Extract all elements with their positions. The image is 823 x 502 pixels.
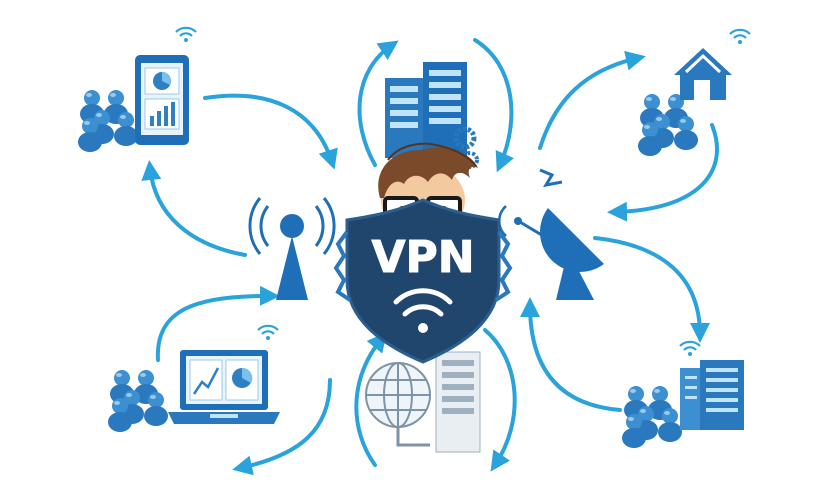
arrow-internet-to-vpn: [354, 331, 388, 467]
antenna-tower-icon: [248, 197, 336, 300]
arrow-vpn-to-servers: [357, 40, 399, 167]
smartphone-icon: [135, 55, 189, 145]
hair: [378, 147, 478, 198]
arrow-office-to-dish: [520, 297, 622, 412]
wifi-icon: [728, 28, 752, 46]
internet-node: [365, 351, 481, 453]
office-users-node: [622, 340, 744, 448]
globe-icon: [365, 362, 431, 447]
arrow-laptop-to-tower: [155, 285, 280, 362]
wifi-icon: [678, 340, 702, 358]
house-icon: [674, 48, 732, 100]
arrow-dish-to-office: [593, 236, 710, 343]
arrow-dish-to-home: [538, 50, 646, 150]
wifi-icon: [393, 288, 453, 333]
users-icon: [622, 386, 682, 448]
radio-tower-node: [248, 197, 336, 300]
connection-arrows: [141, 38, 719, 476]
vpn-guardian: VPN: [333, 142, 513, 364]
building-icon: [680, 360, 744, 430]
arrow-vpn-to-internet: [483, 328, 517, 472]
home-users-node: [638, 28, 752, 156]
server-rack-icon: [435, 351, 481, 453]
users-icon: [638, 94, 698, 156]
wifi-icon: [256, 324, 280, 342]
users-icon: [108, 370, 168, 432]
arrow-tower-to-phone: [141, 160, 247, 257]
arrow-phone-to-vpn: [203, 93, 338, 170]
wifi-icon: [174, 26, 198, 44]
laptop-icon: [168, 350, 280, 424]
phone-users-node: [78, 26, 198, 152]
vpn-shield: VPN: [333, 198, 513, 364]
vpn-label: VPN: [371, 232, 474, 283]
satellite-dish-icon: [497, 168, 604, 300]
satellite-dish-node: [497, 168, 604, 300]
arrow-home-to-dish: [607, 123, 719, 222]
arrow-servers-to-vpn: [473, 38, 515, 173]
arrow-vpn-to-laptop: [232, 378, 332, 476]
laptop-users-node: [108, 324, 280, 432]
users-icon: [78, 90, 138, 152]
